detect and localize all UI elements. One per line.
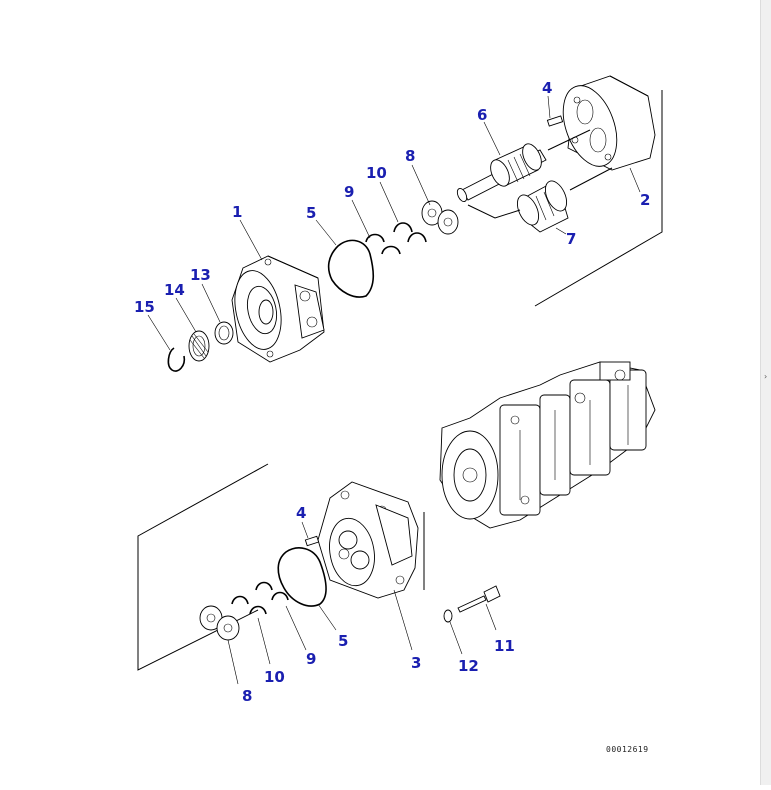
callout-10-upper: 10 <box>366 164 387 182</box>
part-7-driven-gear <box>467 129 613 233</box>
part-9-seal-lower <box>255 581 289 601</box>
leader-lines <box>147 95 641 685</box>
callout-labels: 1 2 4 5 6 7 8 9 10 13 14 15 3 4 5 8 9 10… <box>134 79 650 705</box>
vertical-scrollbar[interactable] <box>760 0 771 785</box>
part-11-bolt <box>457 585 501 613</box>
part-10-backup-ring-upper <box>393 222 427 243</box>
part-8-side-plate-lower <box>199 605 240 641</box>
callout-2: 2 <box>640 191 650 209</box>
scroll-arrow-icon[interactable]: › <box>764 372 768 381</box>
part-5-gasket-lower <box>277 547 327 607</box>
callout-10-lower: 10 <box>264 668 285 686</box>
part-6-drive-gear-shaft <box>456 143 547 203</box>
callout-5-lower: 5 <box>338 632 348 650</box>
callout-13: 13 <box>190 266 211 284</box>
lower-frame <box>137 463 425 671</box>
part-12-washer <box>443 609 453 623</box>
callout-4-lower: 4 <box>296 504 306 522</box>
callout-3: 3 <box>411 654 421 672</box>
callout-15: 15 <box>134 298 155 316</box>
callout-1: 1 <box>232 203 242 221</box>
part-5-gasket-upper <box>327 239 375 298</box>
part-15-snap-ring <box>167 347 186 372</box>
callout-11: 11 <box>494 637 515 655</box>
part-3-rear-housing <box>317 481 419 599</box>
callout-4-upper: 4 <box>542 79 552 97</box>
part-8-side-plate-upper <box>421 200 459 235</box>
drawing-id: 00012619 <box>606 745 649 754</box>
callout-8-upper: 8 <box>405 147 415 165</box>
callout-6: 6 <box>477 106 487 124</box>
part-13-washer <box>214 321 234 345</box>
part-2-gear-housing <box>562 75 656 171</box>
part-4-dowel-pin-upper <box>546 115 564 127</box>
upper-frame <box>534 90 663 307</box>
callout-14: 14 <box>164 281 185 299</box>
part-14-oil-seal <box>188 330 210 362</box>
callout-9-upper: 9 <box>344 183 354 201</box>
assembled-pump <box>439 361 656 529</box>
callout-12: 12 <box>458 657 479 675</box>
callout-5-upper: 5 <box>306 204 316 222</box>
callout-8-lower: 8 <box>242 687 252 705</box>
part-10-backup-ring-lower <box>231 595 267 615</box>
callout-7: 7 <box>566 230 576 248</box>
part-4-dowel-pin-lower <box>304 535 320 547</box>
part-9-seal-upper <box>365 233 401 255</box>
callout-9-lower: 9 <box>306 650 316 668</box>
part-1-front-cover <box>231 255 325 363</box>
